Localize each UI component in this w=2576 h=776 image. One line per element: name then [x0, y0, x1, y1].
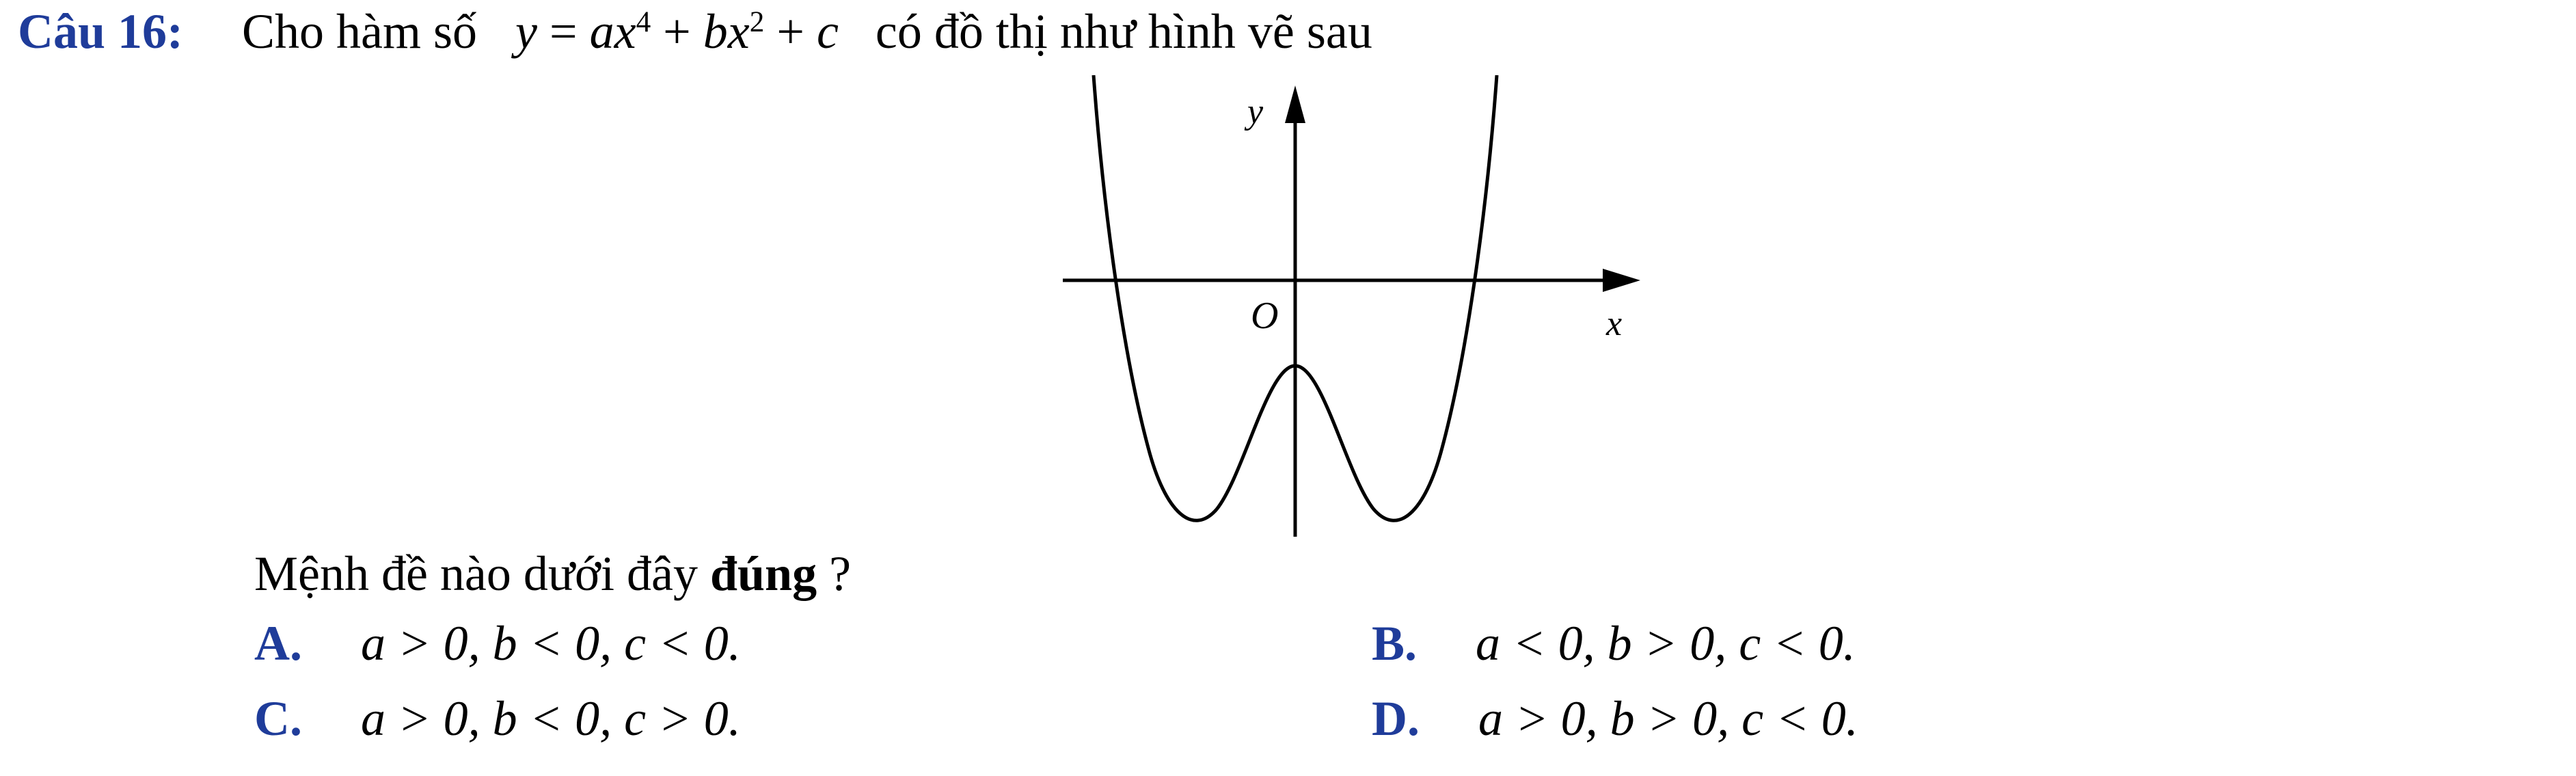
prompt-tail: ? [817, 546, 852, 601]
option-c-label: C. [254, 691, 302, 746]
question-intro: Cho hàm số [242, 4, 478, 59]
prompt-line: Mệnh đề nào dưới đây đúng ? [254, 549, 851, 598]
question-outro: có đồ thị như hình vẽ sau [875, 4, 1372, 59]
question-number: Câu 16: [18, 4, 184, 59]
option-c[interactable]: C. a > 0, b < 0, c > 0. [254, 694, 741, 743]
option-a-text: a > 0, b < 0, c < 0. [361, 616, 741, 671]
prompt-text: Mệnh đề nào dưới đây [254, 546, 710, 601]
option-a[interactable]: A. a > 0, b < 0, c < 0. [254, 619, 741, 668]
option-c-text: a > 0, b < 0, c > 0. [361, 691, 741, 746]
question-line: Câu 16: Cho hàm số y = ax4 + bx2 + c có … [18, 7, 1372, 56]
option-b-text: a < 0, b > 0, c < 0. [1476, 616, 1856, 671]
option-a-label: A. [254, 616, 302, 671]
origin-label: O [1251, 295, 1278, 337]
y-axis-label: y [1244, 92, 1264, 131]
function-graph: y x O [1063, 75, 1640, 537]
option-b[interactable]: B. a < 0, b > 0, c < 0. [1372, 619, 1856, 668]
function-curve [1092, 75, 1499, 522]
option-b-label: B. [1372, 616, 1418, 671]
x-axis-arrow [1603, 269, 1640, 292]
option-d[interactable]: D. a > 0, b > 0, c < 0. [1372, 694, 1858, 743]
option-d-text: a > 0, b > 0, c < 0. [1478, 691, 1858, 746]
question-formula: y = ax4 + bx2 + c [515, 4, 839, 59]
option-d-label: D. [1372, 691, 1420, 746]
x-axis-label: x [1605, 304, 1622, 343]
prompt-bold: đúng [709, 546, 817, 601]
y-axis-arrow [1285, 85, 1305, 123]
